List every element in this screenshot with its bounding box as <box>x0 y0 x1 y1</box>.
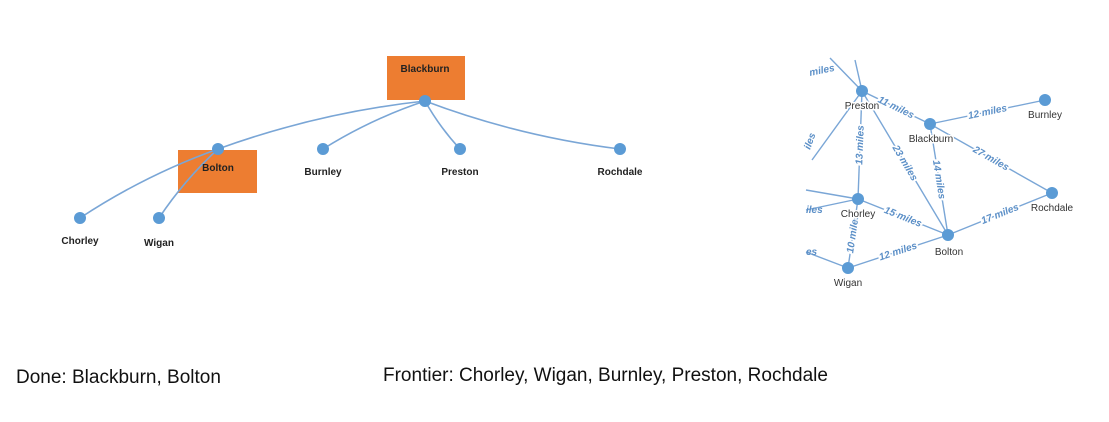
map-edge-label-partial-0: miles <box>808 63 836 79</box>
map-edge-blackburn-rochdale <box>929 123 1053 194</box>
map-edge-offscreen-4 <box>805 251 849 269</box>
tree-node-rochdale <box>614 143 626 155</box>
distance-map-graph: miles iles iles es 11 miles 12 miles 13 miles 2… <box>802 57 1075 291</box>
tree-label-rochdale: Rochdale <box>597 167 642 178</box>
map-edge-offscreen-0 <box>829 57 863 92</box>
tree-edge-bolton-chorley <box>79 148 219 219</box>
map-node-chorley <box>852 193 864 205</box>
tree-node-burnley <box>317 143 329 155</box>
map-edge-label-preston-bolton: 23 miles <box>889 143 919 184</box>
map-label-bolton: Bolton <box>935 247 963 258</box>
map-edge-label-blackburn-bolton: 14 miles <box>930 159 947 200</box>
tree-node-wigan <box>153 212 165 224</box>
map-label-burnley: Burnley <box>1028 110 1062 121</box>
tree-edge-blackburn-bolton <box>217 100 426 150</box>
map-edge-preston-bolton <box>861 90 949 236</box>
tree-highlight-bolton <box>178 150 257 193</box>
tree-node-bolton <box>212 143 224 155</box>
tree-node-chorley <box>74 212 86 224</box>
map-edge-preston-chorley <box>857 90 863 200</box>
map-edge-label-bolton-rochdale: 17 miles <box>980 202 1021 227</box>
tree-label-bolton: Bolton <box>202 163 234 174</box>
map-label-rochdale: Rochdale <box>1031 203 1074 214</box>
map-label-wigan: Wigan <box>834 278 862 289</box>
map-label-chorley: Chorley <box>841 209 875 220</box>
map-edge-label-wigan-bolton: 12 miles <box>878 240 919 263</box>
map-node-wigan <box>842 262 854 274</box>
tree-label-wigan: Wigan <box>144 238 174 249</box>
tree-edge-blackburn-burnley <box>322 100 426 150</box>
tree-node-preston <box>454 143 466 155</box>
map-node-preston <box>856 85 868 97</box>
map-edge-offscreen-5 <box>805 189 859 200</box>
map-edge-blackburn-burnley <box>929 99 1046 125</box>
frontier-list: Frontier: Chorley, Wigan, Burnley, Prest… <box>383 365 828 386</box>
map-node-bolton <box>942 229 954 241</box>
map-edge-label-blackburn-burnley: 12 miles <box>967 103 1008 122</box>
tree-edge-bolton-wigan <box>158 148 219 219</box>
map-edge-label-chorley-bolton: 15 miles <box>882 205 923 230</box>
map-edge-bolton-rochdale <box>947 192 1053 236</box>
map-edge-label-partial-3: es <box>806 247 818 258</box>
map-edge-chorley-wigan <box>847 198 859 269</box>
map-edge-label-preston-blackburn: 11 miles <box>876 95 916 122</box>
tree-label-chorley: Chorley <box>61 236 99 247</box>
tree-label-preston: Preston <box>441 167 478 178</box>
tree-label-burnley: Burnley <box>304 167 342 178</box>
map-edge-offscreen-3 <box>805 198 859 211</box>
tree-highlight-blackburn <box>387 56 465 100</box>
tree-node-blackburn <box>419 95 431 107</box>
tree-edge-blackburn-rochdale <box>424 100 621 150</box>
map-edge-chorley-bolton <box>857 198 949 236</box>
map-edge-label-blackburn-rochdale: 27 miles <box>970 144 1011 174</box>
map-node-rochdale <box>1046 187 1058 199</box>
done-list: Done: Blackburn, Bolton <box>16 367 221 388</box>
map-node-burnley <box>1039 94 1051 106</box>
map-node-blackburn <box>924 118 936 130</box>
map-edge-label-preston-chorley: 13 miles <box>854 125 866 165</box>
map-edge-preston-blackburn <box>861 90 931 125</box>
map-edge-label-partial-2: iles <box>806 205 823 216</box>
map-edge-offscreen-2 <box>811 90 863 161</box>
map-label-preston: Preston <box>845 101 879 112</box>
map-edge-wigan-bolton <box>847 234 949 269</box>
map-label-blackburn: Blackburn <box>909 134 953 145</box>
map-edge-blackburn-bolton <box>929 123 949 236</box>
map-edge-label-partial-1: iles <box>802 131 818 151</box>
tree-label-blackburn: Blackburn <box>401 64 450 75</box>
